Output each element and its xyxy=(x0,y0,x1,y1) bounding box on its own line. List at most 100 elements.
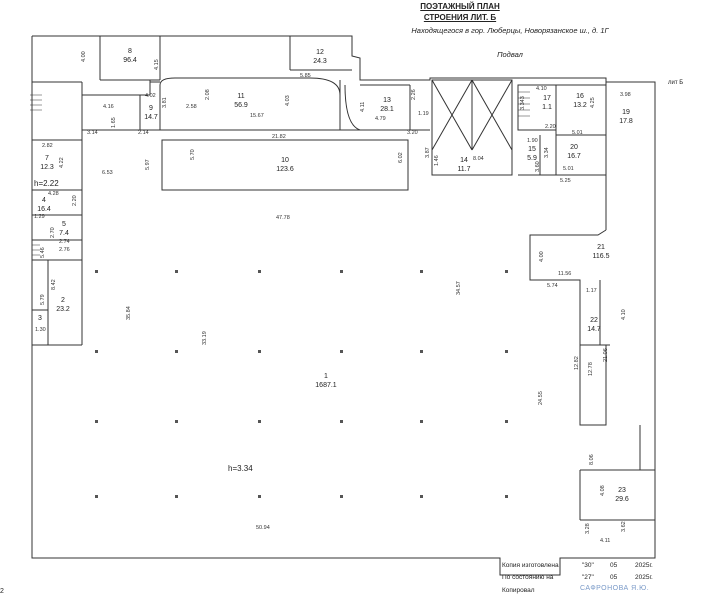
dim: 21.82 xyxy=(272,134,286,140)
dim: 4.28 xyxy=(48,191,59,197)
dim: 4.10 xyxy=(621,309,627,320)
dim: 15.67 xyxy=(250,113,264,119)
dim: 2.74 xyxy=(59,239,70,245)
copy-stamp: Копия изготовлена "30" 05 2025г. По сост… xyxy=(500,560,670,598)
dim: 4.22 xyxy=(59,157,65,168)
stamp-copied-label: Копировал xyxy=(502,587,535,594)
dim: 6.53 xyxy=(102,170,113,176)
dim: 33.19 xyxy=(202,331,208,345)
dim: 12.82 xyxy=(574,356,580,370)
dim: 2.58 xyxy=(186,104,197,110)
dim: 3.60 xyxy=(535,161,541,172)
dim: 4.10 xyxy=(536,86,547,92)
page-marker: 2 xyxy=(0,588,4,595)
dim: 11.56 xyxy=(558,271,572,277)
dim: 8.06 xyxy=(589,454,595,465)
dim: 5.70 xyxy=(190,149,196,160)
dim: 1.30 xyxy=(35,327,46,333)
stamp-made-year: 2025г. xyxy=(635,562,653,569)
dim: 6.02 xyxy=(398,152,404,163)
dim: 5.46 xyxy=(40,247,46,258)
dim: 47.78 xyxy=(276,215,290,221)
stamp-state-month: 05 xyxy=(610,574,618,581)
stamp-made-label: Копия изготовлена xyxy=(502,562,559,569)
dim: 4.79 xyxy=(375,116,386,122)
dim: 4.08 xyxy=(600,485,606,496)
dim: 4.16 xyxy=(103,104,114,110)
dim: 12.78 xyxy=(588,362,594,376)
height-main: h=3.34 xyxy=(228,464,253,473)
dim: 2.20 xyxy=(72,195,78,206)
plan-title: ПОЭТАЖНЫЙ ПЛАН xyxy=(420,2,500,11)
building-title: СТРОЕНИЯ ЛИТ. Б xyxy=(423,13,497,22)
dim: 4.00 xyxy=(539,251,545,262)
floor-label: Подвал xyxy=(497,50,523,59)
dim: 4.11 xyxy=(600,538,611,544)
dim: 2.14 xyxy=(138,130,149,136)
dim: 4.15 xyxy=(154,59,160,70)
dim: 2.08 xyxy=(205,89,211,100)
stamp-state-day: "27" xyxy=(582,574,594,581)
dim: 4.25 xyxy=(590,97,596,108)
room-3: 3 xyxy=(38,315,42,322)
dim: 2.70 xyxy=(50,227,56,238)
dim: 5.85 xyxy=(300,73,311,79)
dim: 2.76 xyxy=(59,247,70,253)
dim: 2.82 xyxy=(42,143,53,149)
lit-label: лит Б xyxy=(668,80,684,86)
stamp-made-day: "30" xyxy=(582,562,594,569)
dim: 5.97 xyxy=(145,159,151,170)
dim: 1.65 xyxy=(111,117,117,128)
dim: 3.98 xyxy=(620,92,631,98)
stamp-made-month: 05 xyxy=(610,562,618,569)
dim: 1.46 xyxy=(434,155,440,166)
dim: 1.90 xyxy=(527,138,538,144)
stamp-state-year: 2025г. xyxy=(635,574,653,581)
dim: 3.28 xyxy=(585,523,591,534)
dim: 1.17 xyxy=(586,288,597,294)
dim: 4.00 xyxy=(81,51,87,62)
dim: 3.20 xyxy=(407,130,418,136)
dim: 35.84 xyxy=(126,306,132,320)
dim: 2.20 xyxy=(545,124,556,130)
dim: 8.42 xyxy=(51,279,57,290)
dim: 5.79 xyxy=(40,294,46,305)
stamp-state-label: По состоянию на xyxy=(502,574,554,581)
address: Находящегося в гор. Люберцы, Новорязанск… xyxy=(411,26,609,35)
dim: 5.01 xyxy=(572,130,583,136)
dim: 3.87 xyxy=(425,147,431,158)
dim: 4.03 xyxy=(285,95,291,106)
dim: 5.74 xyxy=(547,283,558,289)
dim: 1.19 xyxy=(418,111,429,117)
dim: 3.81 xyxy=(162,97,168,108)
dim: 1.29 xyxy=(34,214,45,220)
dim: 3.14 xyxy=(87,130,98,136)
dim: 2.26 xyxy=(411,89,417,100)
height-side: h=2.22 xyxy=(34,179,59,188)
dim: 21.06 xyxy=(603,348,609,362)
dim: 3.343 xyxy=(520,96,526,110)
dim: 24.55 xyxy=(538,391,544,405)
dim: 3.34 xyxy=(544,147,550,158)
dim: 4.02 xyxy=(145,93,156,99)
